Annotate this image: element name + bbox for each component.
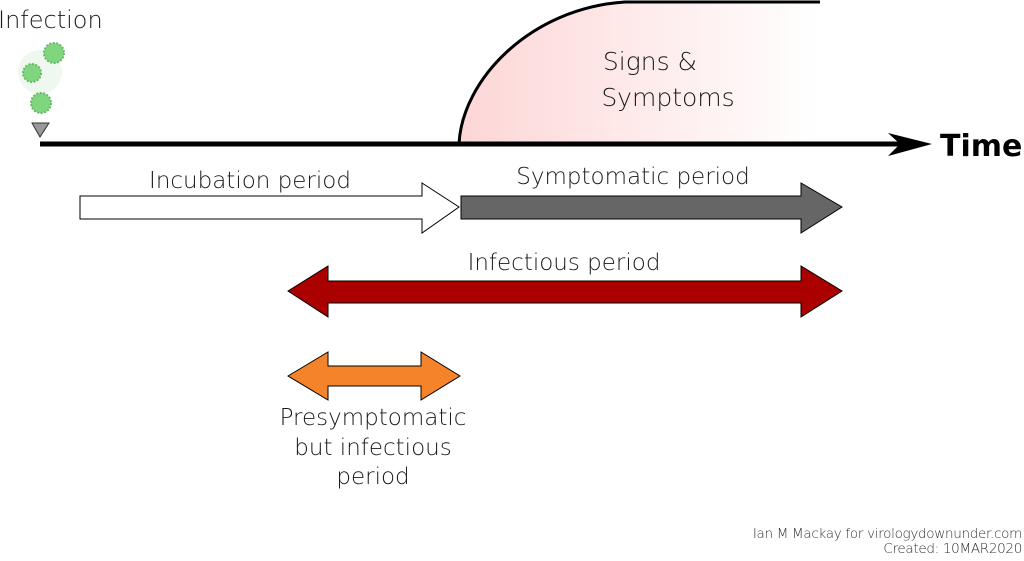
infectious-arrow: [287, 265, 843, 318]
signs-label: Signs &: [603, 47, 697, 76]
incubation-label: Incubation period: [149, 168, 351, 194]
time-axis-arrowhead: [888, 133, 932, 156]
credit-date: Created: 10MAR2020: [883, 541, 1022, 557]
presymptomatic-label-line2: but infectious: [294, 435, 451, 461]
presymptomatic-arrow: [287, 351, 461, 401]
presymptomatic-label-line3: period: [336, 464, 409, 490]
incubation-arrow: [79, 182, 460, 234]
infection-marker-icon: [31, 122, 50, 138]
credit-author: Ian M Mackay for virologydownunder.com: [752, 526, 1022, 542]
infectious-label: Infectious period: [468, 250, 661, 276]
virus-icon: [18, 42, 65, 114]
symptomatic-label: Symptomatic period: [516, 164, 749, 190]
signs-symptoms-area: [459, 2, 820, 144]
signs-symptoms-curve: [457, 0, 820, 145]
time-label: Time: [940, 129, 1022, 164]
symptoms-label: Symptoms: [601, 83, 734, 112]
symptomatic-arrow: [460, 182, 843, 234]
credit: Ian M Mackay for virologydownunder.com C…: [753, 527, 1022, 557]
infection-label: Infection: [0, 6, 103, 34]
presymptomatic-label-line1: Presymptomatic: [280, 405, 467, 431]
